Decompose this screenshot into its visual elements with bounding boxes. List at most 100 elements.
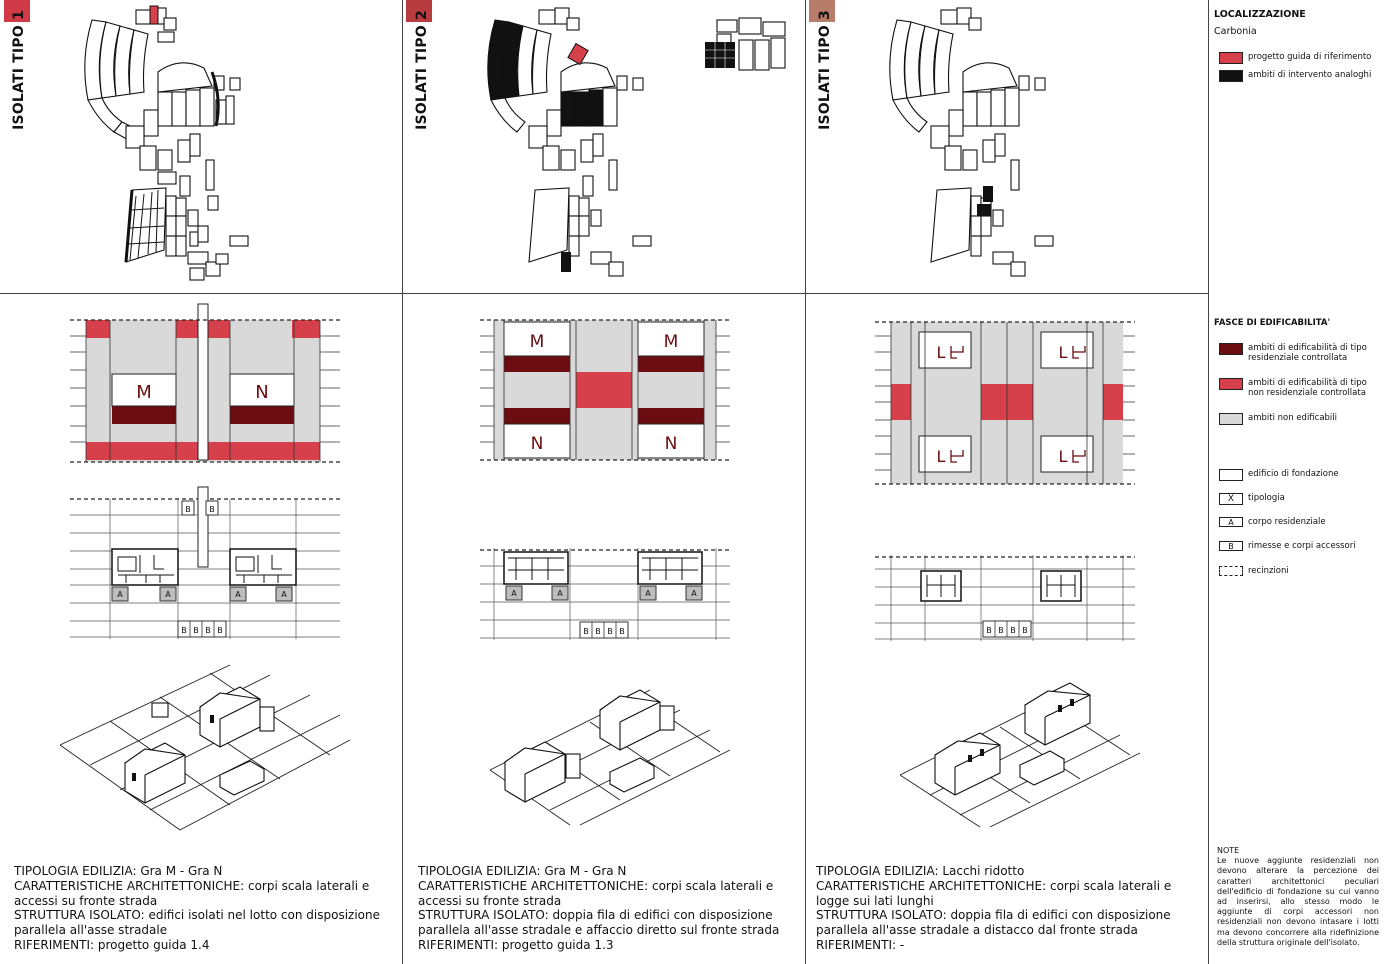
tipologia-line: TIPOLOGIA EDILIZIA: Gra M - Gra N — [14, 864, 223, 878]
panel-2-description: TIPOLOGIA EDILIZIA: Gra M - Gra N CARATT… — [418, 864, 803, 953]
legend-label: corpo residenziale — [1248, 517, 1326, 527]
building-plan-3: B B B B — [875, 555, 1135, 641]
caratteristiche-line: CARATTERISTICHE ARCHITETTONICHE: corpi s… — [418, 878, 774, 908]
caratteristiche-line: CARATTERISTICHE ARCHITETTONICHE: corpi s… — [14, 878, 370, 908]
riferimenti-line: RIFERIMENTI: progetto guida 1.3 — [418, 937, 614, 952]
plan-label-b: B — [619, 627, 625, 636]
panel-divider-2 — [805, 0, 806, 964]
fasce-title: FASCE DI EDIFICABILITA' — [1214, 318, 1331, 328]
localizzazione-section: LOCALIZZAZIONE Carbonia — [1214, 9, 1384, 37]
caratteristiche-line: CARATTERISTICHE ARCHITETTONICHE: corpi s… — [816, 878, 1172, 908]
legend-label: ambiti non edificabili — [1248, 413, 1338, 423]
plan-label-b: B — [193, 626, 199, 635]
plan-label-a: A — [511, 589, 517, 598]
fasce-plan-2: M M N N — [480, 319, 730, 461]
localizzazione-place: Carbonia — [1214, 26, 1257, 37]
site-map-1 — [84, 5, 249, 281]
legend-label: recinzioni — [1248, 566, 1289, 576]
panel-1-description: TIPOLOGIA EDILIZIA: Gra M - Gra N CARATT… — [14, 864, 399, 953]
legend-symbol: B — [1228, 542, 1234, 551]
lot-letter: N — [531, 434, 544, 454]
legend-label: ambiti di edificabilità di tipo residenz… — [1248, 343, 1367, 363]
lot-letter: M — [664, 332, 679, 352]
plan-label-b: B — [217, 626, 223, 635]
tipologia-line: TIPOLOGIA EDILIZIA: Gra M - Gra N — [418, 864, 627, 878]
note-text: Le nuove aggiunte residenziali non devon… — [1217, 856, 1379, 947]
plan-label-b: B — [595, 627, 601, 636]
axonometric-view-3 — [899, 682, 1141, 828]
fasce-plan-1: M N — [70, 303, 340, 463]
fasce-section: FASCE DI EDIFICABILITA' — [1214, 318, 1384, 328]
riferimenti-line: RIFERIMENTI: progetto guida 1.4 — [14, 937, 210, 952]
lot-letter: M — [136, 382, 152, 403]
plan-label-b: B — [986, 626, 992, 635]
plan-label-a: A — [281, 590, 287, 599]
legend-label: progetto guida di riferimento — [1248, 52, 1372, 62]
plan-label-b: B — [1010, 626, 1016, 635]
legend-swatch-analogous — [1219, 70, 1243, 82]
note-section: NOTE Le nuove aggiunte residenziali non … — [1217, 846, 1379, 948]
panel-2-tag — [406, 0, 432, 22]
struttura-line: STRUTTURA ISOLATO: edifici isolati nel l… — [14, 908, 380, 938]
panel-3-title: ISOLATI TIPO 3 — [817, 10, 833, 130]
riferimenti-line: RIFERIMENTI: - — [816, 937, 905, 952]
legend-swatch-nonbuildable — [1219, 413, 1243, 425]
lot-letter: M — [530, 332, 545, 352]
panel-3-description: TIPOLOGIA EDILIZIA: Lacchi ridotto CARAT… — [816, 864, 1201, 953]
legend-swatch-tipologia: X — [1219, 493, 1243, 505]
legend-swatch-fences — [1219, 566, 1243, 576]
plan-label-b: B — [607, 627, 613, 636]
panel-divider-1 — [402, 0, 403, 964]
panel-3-tag — [809, 0, 835, 22]
lot-letter: N — [255, 382, 268, 403]
panel-1-title: ISOLATI TIPO 1 — [11, 10, 27, 130]
struttura-line: STRUTTURA ISOLATO: doppia fila di edific… — [816, 908, 1171, 938]
row-divider — [0, 293, 1208, 294]
plan-label-b: B — [998, 626, 1004, 635]
plan-label-b: B — [583, 627, 589, 636]
plan-label-a: A — [235, 590, 241, 599]
legend-swatch-annex: B — [1219, 541, 1243, 551]
tipologia-line: TIPOLOGIA EDILIZIA: Lacchi ridotto — [816, 864, 1025, 878]
legend-label: ambiti di edificabilità di tipo non resi… — [1248, 378, 1367, 398]
plan-label-b: B — [205, 626, 211, 635]
plan-label-b: B — [181, 626, 187, 635]
fasce-plan-3: L L L L — [875, 321, 1135, 485]
plan-label-a: A — [117, 590, 123, 599]
plan-label-b: B — [185, 505, 191, 514]
legend-swatch-foundation — [1219, 469, 1243, 481]
axonometric-view-1 — [59, 664, 351, 831]
localizzazione-title: LOCALIZZAZIONE — [1214, 9, 1306, 20]
legend-swatch-residential — [1219, 343, 1243, 355]
building-plan-2: A A A A B B B B — [480, 548, 730, 640]
legend-swatch-nonresidential — [1219, 378, 1243, 390]
building-plan-1: A A A A B B B B B B — [70, 486, 340, 639]
lot-letter: L — [937, 447, 946, 466]
panel-1-tag — [4, 0, 30, 22]
lot-letter: L — [1059, 447, 1068, 466]
lot-letter: L — [1059, 343, 1068, 362]
plan-label-b: B — [209, 505, 215, 514]
site-map-2 — [487, 7, 786, 277]
site-map-3 — [889, 7, 1054, 277]
plan-label-a: A — [557, 589, 563, 598]
legend-symbol: X — [1227, 494, 1235, 504]
panel-divider-3 — [1208, 0, 1209, 964]
legend-label: tipologia — [1248, 493, 1285, 503]
plan-label-b: B — [1022, 626, 1028, 635]
lot-letter: L — [937, 343, 946, 362]
legend-label: edificio di fondazione — [1248, 469, 1339, 479]
plan-label-a: A — [645, 589, 651, 598]
note-title: NOTE — [1217, 846, 1240, 855]
axonometric-view-2 — [489, 689, 731, 826]
plan-label-a: A — [691, 589, 697, 598]
plan-label-a: A — [165, 590, 171, 599]
struttura-line: STRUTTURA ISOLATO: doppia fila di edific… — [418, 908, 780, 938]
lot-letter: N — [665, 434, 678, 454]
legend-label: ambiti di intervento analoghi — [1248, 70, 1372, 80]
legend-swatch-reference — [1219, 52, 1243, 64]
panel-2-title: ISOLATI TIPO 2 — [414, 10, 430, 130]
legend-swatch-residential-body: A — [1219, 517, 1243, 527]
legend-label: rimesse e corpi accessori — [1248, 541, 1356, 551]
legend-symbol: A — [1228, 518, 1234, 527]
